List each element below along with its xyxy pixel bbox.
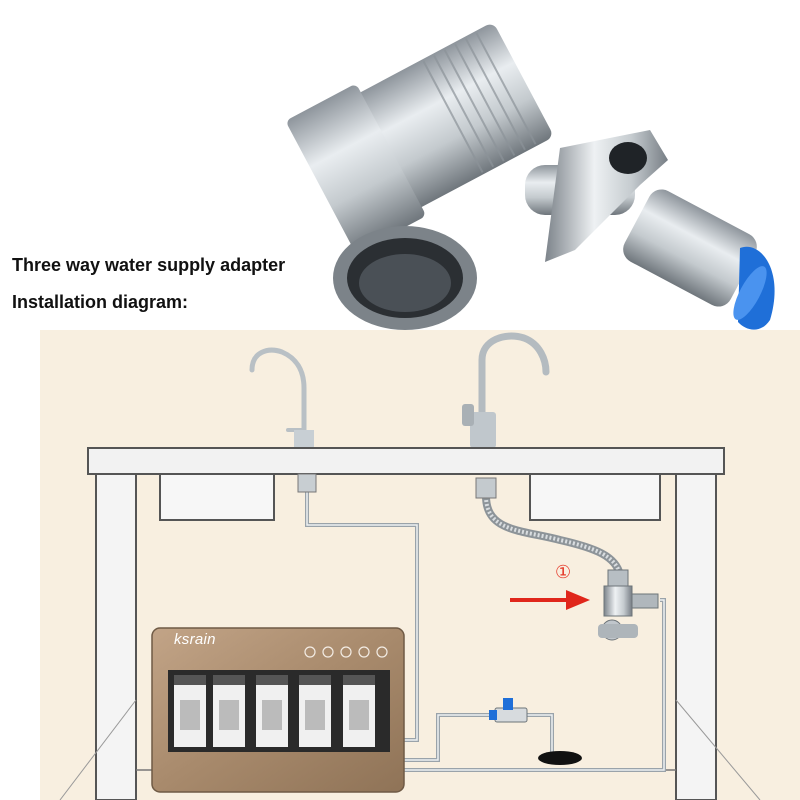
kitchen-faucet-handle (462, 404, 474, 426)
diagram-title: Three way water supply adapter (12, 255, 286, 275)
control-indicators (304, 646, 388, 658)
water-purifier (151, 627, 405, 793)
countertop (87, 447, 725, 475)
water-pipes-inner (306, 490, 665, 771)
sink-right-bowl (529, 473, 661, 521)
feed-valve (489, 698, 528, 723)
drinking-faucet-base (294, 430, 314, 450)
diagram-subtitle: Installation diagram: (12, 292, 189, 312)
cabinet-right-side (675, 473, 717, 800)
floor-perspective-right (675, 699, 761, 800)
red-arrow (510, 590, 590, 610)
cabinet-left-side (95, 473, 137, 800)
hose-top-nut (475, 477, 497, 499)
sink-drain (538, 751, 582, 765)
kitchen-faucet-base (470, 412, 496, 448)
sink-left-bowl (159, 473, 275, 521)
floor-perspective-left (59, 699, 137, 800)
filter-cartridges (174, 675, 375, 747)
braided-hose-texture (484, 495, 622, 576)
three-way-adapter-photo (287, 24, 775, 330)
kitchen-faucet (478, 332, 550, 449)
purifier-brand-logo: ksrain (174, 631, 216, 648)
installed-adapter (598, 569, 659, 641)
drinking-faucet-connector (297, 473, 317, 493)
callout-number-1: ① (555, 562, 572, 583)
